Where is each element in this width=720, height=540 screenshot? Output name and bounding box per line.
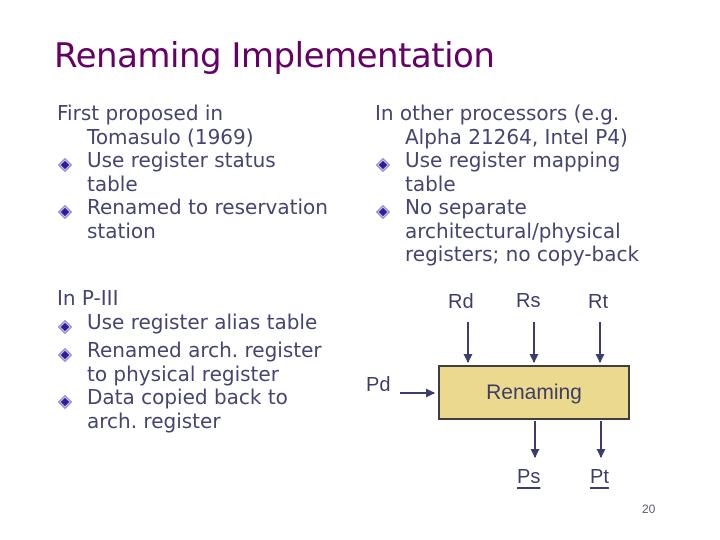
list-item-text: No separate architectural/physical regis… <box>405 195 640 266</box>
diagram-label-pt: Pt <box>590 466 609 488</box>
list-item: Renamed arch. register to physical regis… <box>57 338 372 386</box>
list-item: Data copied back to arch. register <box>57 385 372 433</box>
list-item: First proposed in Tomasulo (1969) <box>57 101 254 149</box>
text-block-right-top: In other processors (e.g. Alpha 21264, I… <box>375 101 700 267</box>
diamond-bullet-icon <box>57 386 87 415</box>
diagram-label-rt: Rt <box>588 291 608 313</box>
diamond-bullet-icon <box>57 311 87 340</box>
diamond-bullet-icon <box>57 149 87 178</box>
slide-title: Renaming Implementation <box>54 36 495 76</box>
list-item: Use register mapping table <box>375 148 700 196</box>
renaming-diagram-arrows <box>400 322 606 458</box>
diamond-bullet-icon <box>57 196 87 225</box>
list-item: In P-III <box>57 286 119 310</box>
diamond-bullet-icon <box>375 149 405 178</box>
list-item-text: Use register alias table <box>87 309 318 334</box>
page-number: 20 <box>642 502 656 516</box>
diagram-label-ps: Ps <box>517 466 541 488</box>
list-item: Renamed to reservation station <box>57 195 362 243</box>
list-item-text: Data copied back to arch. register <box>87 385 288 433</box>
list-item: Use register alias table <box>57 309 372 340</box>
list-item-text: Renamed to reservation station <box>87 195 328 243</box>
list-item-text: Use register mapping table <box>405 148 621 196</box>
renaming-box: Renaming <box>438 365 630 420</box>
list-item: No separate architectural/physical regis… <box>375 195 700 267</box>
diamond-bullet-icon <box>57 339 87 368</box>
text-block-left-bottom: In P-III Use register alias table Rename… <box>57 286 372 433</box>
diagram-label-rd: Rd <box>448 291 474 313</box>
diagram-label-rs: Rs <box>516 290 541 312</box>
list-item-text: Use register status table <box>87 148 276 196</box>
diagram-label-pd: Pd <box>366 374 391 396</box>
list-item: In other processors (e.g. Alpha 21264, I… <box>375 101 628 149</box>
list-item: Use register status table <box>57 148 362 196</box>
diamond-bullet-icon <box>375 196 405 225</box>
text-block-left-top: First proposed in Tomasulo (1969) Use re… <box>57 101 362 243</box>
list-item-text: Renamed arch. register to physical regis… <box>87 338 322 386</box>
